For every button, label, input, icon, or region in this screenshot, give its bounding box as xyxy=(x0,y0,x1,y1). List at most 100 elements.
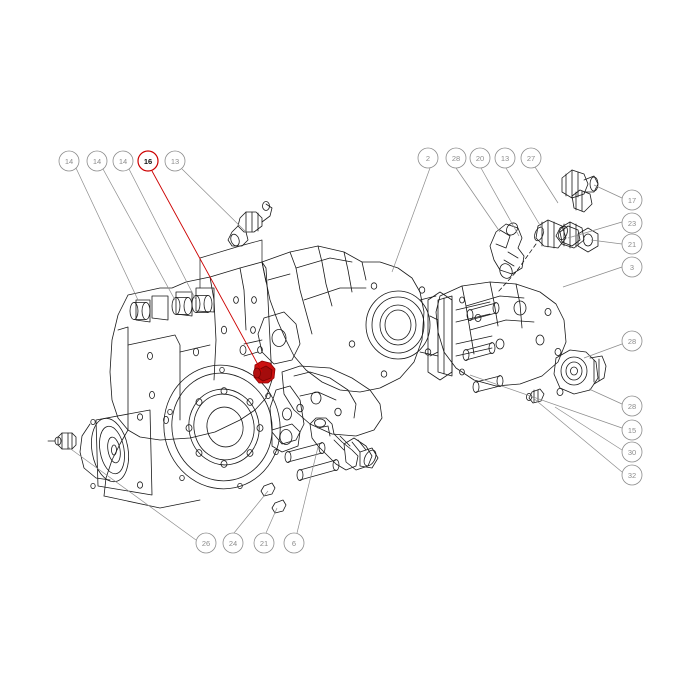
leader-line xyxy=(296,446,319,534)
leader-line xyxy=(265,507,278,534)
right-pump-body xyxy=(427,281,567,393)
callout-24[interactable]: 24 xyxy=(222,490,269,554)
callout-label: 14 xyxy=(65,157,73,166)
callout-bubble[interactable] xyxy=(621,256,643,278)
callout-label: 28 xyxy=(628,337,636,346)
callout-label: 6 xyxy=(292,539,296,548)
callout-20[interactable]: 20 xyxy=(469,147,520,237)
leader-line xyxy=(75,167,139,301)
callout-2[interactable]: 2 xyxy=(391,147,439,273)
callout-14[interactable]: 14 xyxy=(86,150,176,301)
callout-13[interactable]: 13 xyxy=(494,147,545,233)
callout-bubble[interactable] xyxy=(253,532,275,554)
adapter-flange-bars xyxy=(437,295,493,377)
leader-line xyxy=(128,168,197,301)
leader-line xyxy=(455,167,501,233)
callout-label: 26 xyxy=(202,539,210,548)
callout-14[interactable]: 14 xyxy=(58,150,139,301)
callout-bubble[interactable] xyxy=(195,532,217,554)
leader-line xyxy=(469,374,623,429)
callout-bubble[interactable] xyxy=(621,189,643,211)
callout-label: 23 xyxy=(628,219,636,228)
leader-line xyxy=(583,343,623,359)
callout-label: 14 xyxy=(93,157,101,166)
callout-label: 21 xyxy=(628,240,636,249)
callout-label: 30 xyxy=(628,448,636,457)
top-left-elbow-fitting xyxy=(227,201,273,247)
fitting-washer-21 xyxy=(577,227,599,253)
leader-line xyxy=(554,406,623,451)
callout-label: 20 xyxy=(476,154,484,163)
flange-bolt-circle xyxy=(185,387,264,468)
center-valve-plate xyxy=(239,311,301,365)
leader-line xyxy=(590,239,623,245)
callout-14[interactable]: 14 xyxy=(112,150,197,301)
callout-bubble[interactable] xyxy=(621,464,643,486)
callout-bubble[interactable] xyxy=(86,150,108,172)
callout-bubble[interactable] xyxy=(520,147,542,169)
callout-28[interactable]: 28 xyxy=(588,388,643,417)
leader-line xyxy=(505,167,545,233)
callout-27[interactable]: 27 xyxy=(520,147,559,204)
callout-17[interactable]: 17 xyxy=(593,184,643,211)
leader-line xyxy=(67,446,197,541)
callout-label: 13 xyxy=(501,154,509,163)
leader-line xyxy=(534,166,559,204)
callout-15[interactable]: 15 xyxy=(469,374,643,441)
callout-label: 28 xyxy=(628,402,636,411)
callout-bubble[interactable] xyxy=(283,532,305,554)
callout-bubble[interactable] xyxy=(469,147,491,169)
leader-line xyxy=(562,266,623,288)
callout-26[interactable]: 26 xyxy=(67,446,217,554)
callout-bubble[interactable] xyxy=(112,150,134,172)
callout-28[interactable]: 28 xyxy=(583,330,643,359)
callout-6[interactable]: 6 xyxy=(283,446,319,554)
highlighted-plug-fitting-16 xyxy=(253,360,276,384)
leader-line xyxy=(588,388,623,405)
callout-label: 32 xyxy=(628,471,636,480)
callout-bubble[interactable] xyxy=(137,150,159,172)
callout-bubble[interactable] xyxy=(621,212,643,234)
leader-line xyxy=(567,221,623,239)
callout-32[interactable]: 32 xyxy=(531,396,643,486)
callout-16[interactable]: 16 xyxy=(137,150,263,373)
callout-bubble[interactable] xyxy=(494,147,516,169)
callout-28[interactable]: 28 xyxy=(445,147,501,233)
callout-bubble[interactable] xyxy=(222,532,244,554)
callout-label: 27 xyxy=(527,154,535,163)
servo-piston-rods xyxy=(284,442,340,481)
callout-bubble[interactable] xyxy=(621,419,643,441)
callout-30[interactable]: 30 xyxy=(554,406,643,463)
callout-23[interactable]: 23 xyxy=(567,212,643,239)
fitting-nut-23 xyxy=(559,225,581,247)
leader-line xyxy=(102,168,176,301)
left-cover-bolt xyxy=(47,432,77,450)
callout-label: 21 xyxy=(260,539,268,548)
callout-label: 16 xyxy=(144,157,152,166)
charge-pump-unit xyxy=(526,347,607,404)
callout-bubble[interactable] xyxy=(164,150,186,172)
callout-bubble[interactable] xyxy=(621,330,643,352)
callout-bubble[interactable] xyxy=(58,150,80,172)
callout-3[interactable]: 3 xyxy=(562,256,643,288)
center-pump-housing xyxy=(260,245,432,514)
leader-line xyxy=(181,168,247,233)
fitting-elbow-27 xyxy=(561,169,599,199)
callout-bubble[interactable] xyxy=(417,147,439,169)
callout-bubble[interactable] xyxy=(621,233,643,255)
callout-label: 14 xyxy=(119,157,127,166)
callout-label: 24 xyxy=(229,539,237,548)
leader-line xyxy=(233,490,269,534)
callout-21[interactable]: 21 xyxy=(590,233,643,255)
callout-bubble[interactable] xyxy=(621,395,643,417)
callout-bubble[interactable] xyxy=(621,441,643,463)
callout-13[interactable]: 13 xyxy=(164,150,247,233)
leader-line xyxy=(480,167,520,237)
leader-line xyxy=(391,167,431,273)
callout-21[interactable]: 21 xyxy=(253,507,278,554)
callout-bubble[interactable] xyxy=(445,147,467,169)
mount-bolts xyxy=(459,296,504,393)
